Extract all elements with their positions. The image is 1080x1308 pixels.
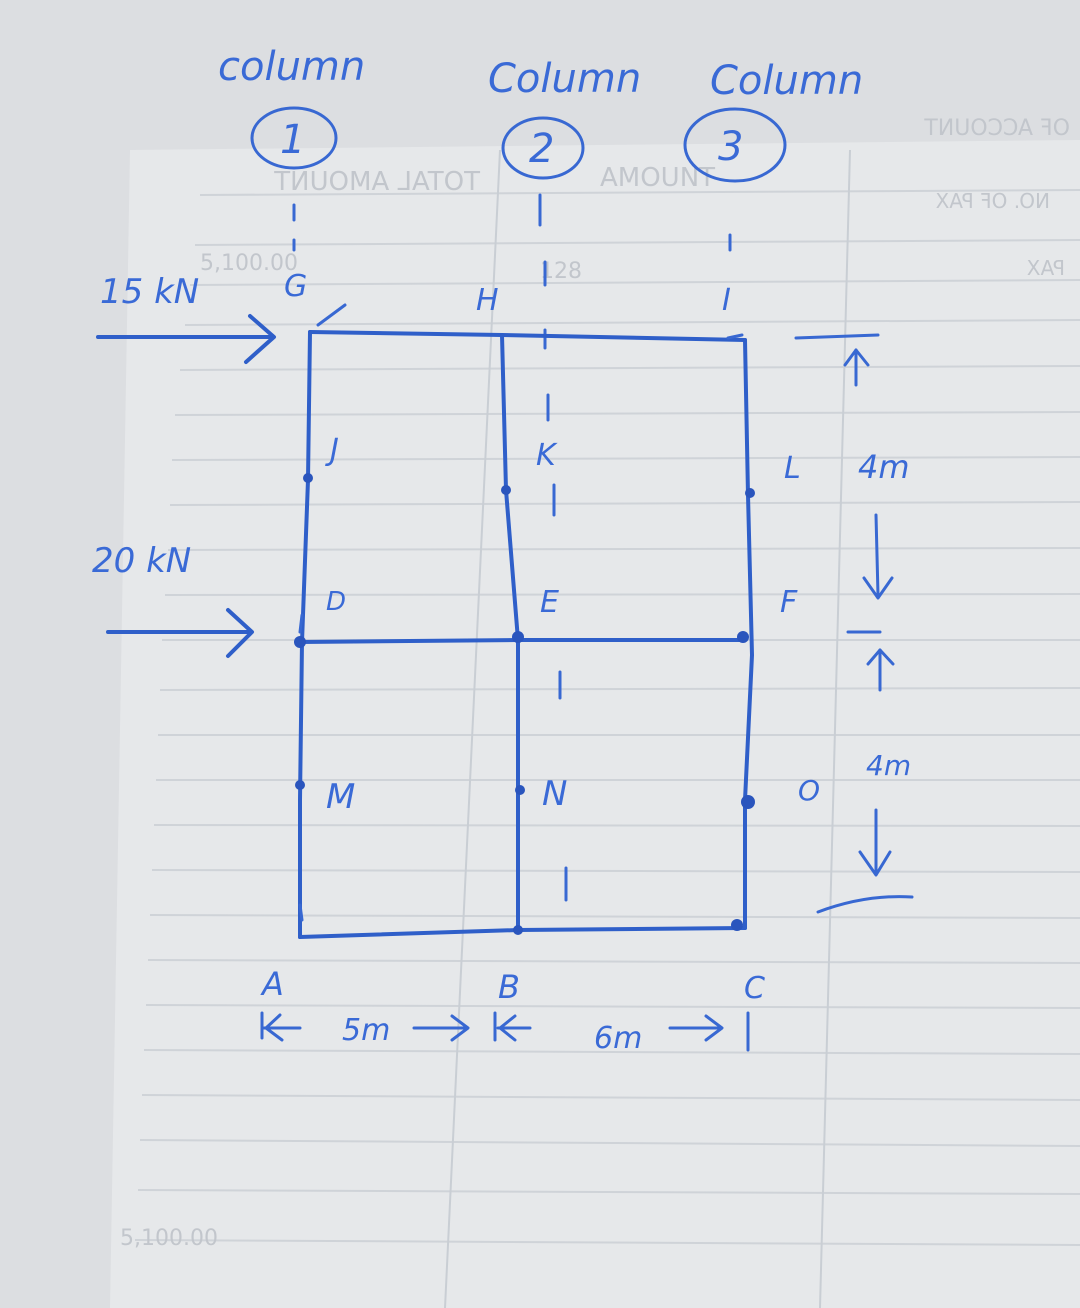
- story-upper-dimension: 4m: [858, 448, 910, 486]
- node-L-label: L: [784, 451, 801, 486]
- ghost-text-value-mid: 128: [540, 259, 582, 284]
- column-1-label: column: [218, 44, 365, 90]
- ghost-text-value-bottom: 5,100.00: [120, 1226, 218, 1251]
- load-15kN-label: 15 kN: [100, 272, 199, 312]
- column-2-circle: [501, 116, 585, 180]
- ghost-text-account: OF ACCOUNT: [924, 116, 1070, 141]
- node-K-dot: [501, 485, 511, 495]
- node-H-label: H: [476, 283, 499, 318]
- column-1-number: 1: [280, 117, 305, 163]
- node-E-label: E: [540, 585, 559, 620]
- node-D-label: D: [326, 587, 346, 617]
- node-A-label: A: [260, 965, 284, 1003]
- node-O-label: O: [798, 774, 820, 807]
- ghost-text-pax-2: PAX: [1027, 256, 1065, 280]
- node-dots: [294, 473, 755, 935]
- ghost-text-value-top: 5,100.00: [200, 251, 298, 276]
- bay-2-dimension: 6m: [594, 1021, 642, 1056]
- node-K-label: K: [536, 438, 558, 473]
- node-B-label: B: [498, 968, 520, 1006]
- column-3-circle: [683, 107, 787, 183]
- receipt-paper: [110, 140, 1080, 1308]
- node-F-dot: [737, 631, 749, 643]
- column-3-number: 3: [718, 124, 743, 170]
- node-N-dot: [515, 785, 525, 795]
- column-3-label: Column: [710, 58, 863, 104]
- column-2-label: Column: [488, 56, 641, 102]
- node-L-dot: [745, 488, 755, 498]
- node-B-dot: [513, 925, 523, 935]
- column-3-member: [743, 338, 754, 930]
- node-F-label: F: [780, 585, 798, 620]
- node-C-dot: [731, 919, 743, 931]
- node-I-label: I: [722, 283, 731, 318]
- node-J-dot: [303, 473, 313, 483]
- support-marks: [298, 303, 744, 922]
- node-M-label: M: [326, 777, 355, 817]
- bay-1-dimension: 5m: [342, 1013, 390, 1048]
- node-N-label: N: [542, 774, 567, 814]
- story-dimension-lines: [794, 333, 914, 914]
- ghost-text-total: TOTAL AMOUNT: [274, 167, 481, 197]
- node-E-dot: [512, 631, 524, 643]
- column-2-number: 2: [529, 126, 554, 172]
- ghost-text-pax: NO. OF PAX: [935, 189, 1050, 213]
- node-M-dot: [295, 780, 305, 790]
- load-20kN-arrow: [106, 608, 254, 658]
- bay-dimension-lines: [260, 1011, 750, 1052]
- node-O-dot: [741, 795, 755, 809]
- node-G-label: G: [284, 269, 307, 304]
- story-lower-dimension: 4m: [866, 749, 911, 782]
- column-gridlines: [292, 193, 732, 902]
- node-D-dot: [294, 636, 306, 648]
- load-15kN-arrow: [96, 314, 276, 364]
- load-20kN-label: 20 kN: [92, 541, 191, 581]
- node-C-label: C: [744, 971, 765, 1006]
- column-1-circle: [250, 106, 338, 170]
